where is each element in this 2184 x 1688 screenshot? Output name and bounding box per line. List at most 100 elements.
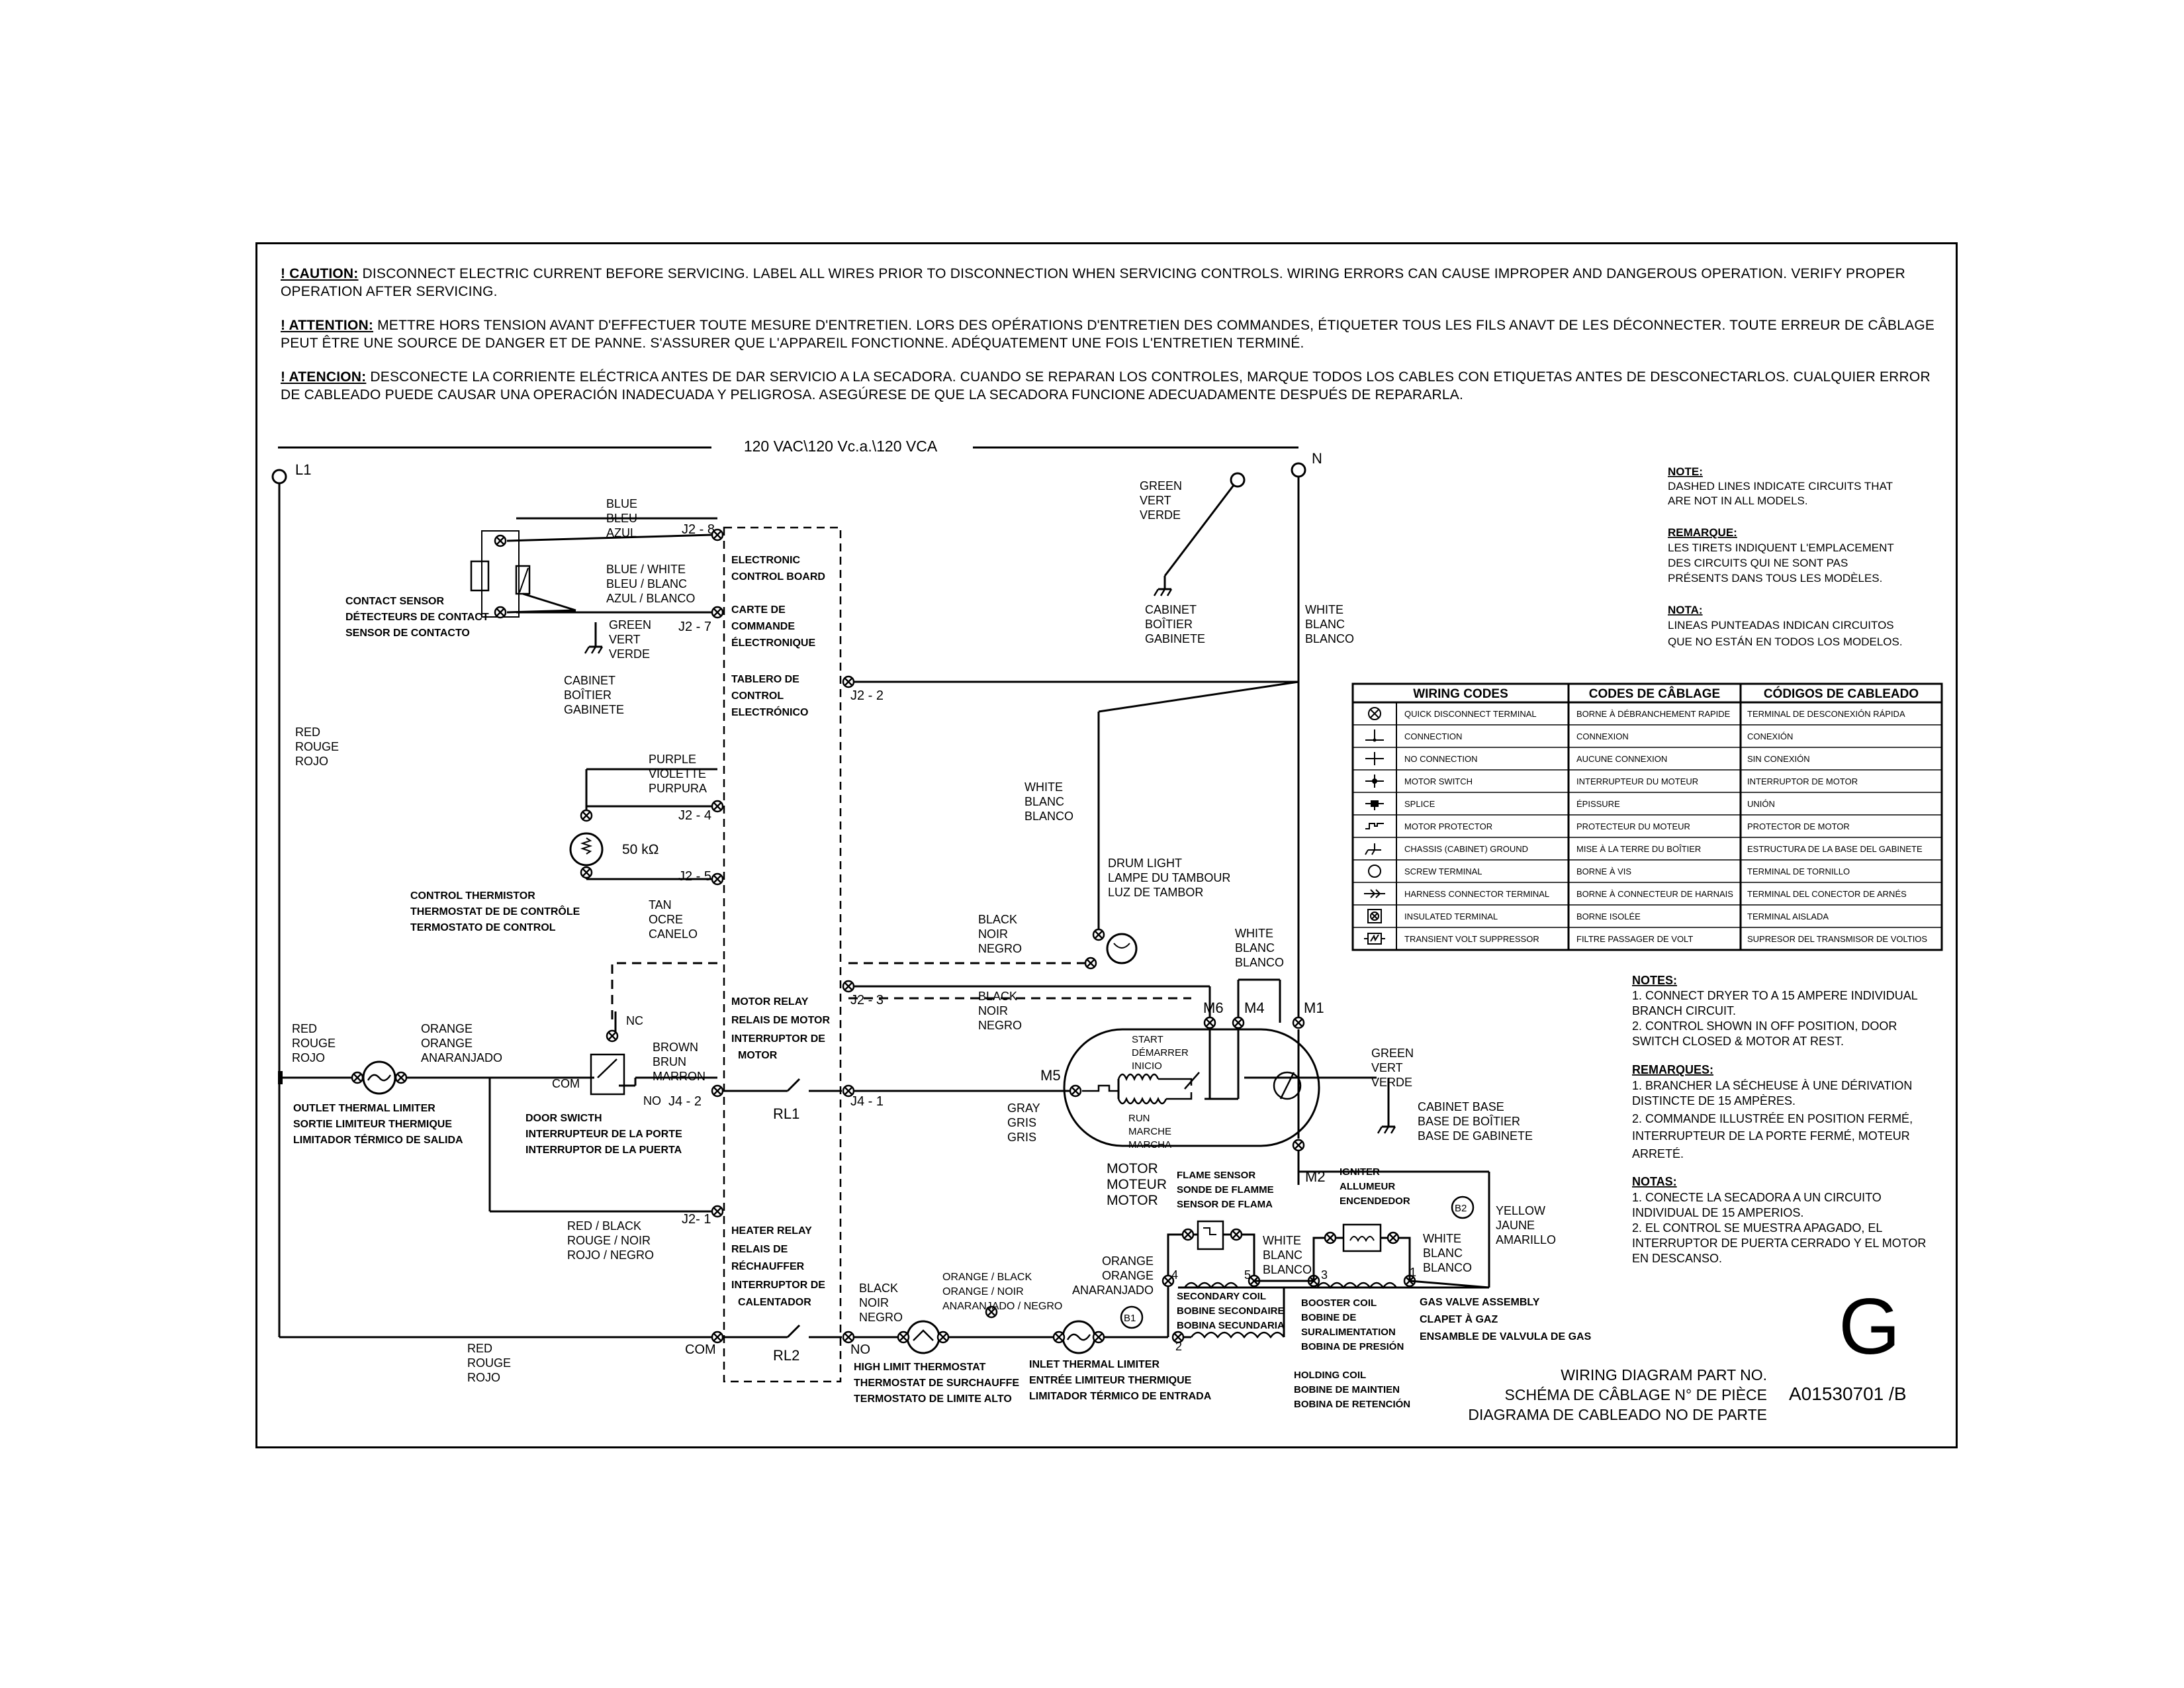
notes-es-3: 2. EL CONTROL SE MUESTRA APAGADO, EL [1632,1221,1882,1235]
part-number: A01530701 /B [1789,1383,1907,1404]
label-black3-3: NEGRO [859,1311,903,1324]
heater-relay-4: INTERRUPTOR DE [731,1280,825,1291]
insulated-terminal-icon [1367,909,1382,923]
board-title-2: CONTROL BOARD [731,571,825,583]
n-terminal [1291,462,1306,478]
note-en-1: DASHED LINES INDICATE CIRCUITS THAT [1668,480,1893,492]
pin-j2-5: J2 - 5 [678,869,711,884]
label-white1-3: BLANCO [1305,632,1354,645]
code-es: TERMINAL DEL CONECTOR DE ARNÉS [1747,889,1907,899]
label-purple-3: PURPURA [649,782,707,795]
label-orange-black-3: ANARANJADO / NEGRO [942,1301,1062,1312]
label-red1-3: ROJO [295,755,328,768]
control-thermistor [569,769,604,879]
notes-en-1: 1. CONNECT DRYER TO A 15 AMPERE INDIVIDU… [1632,989,1918,1002]
part-line-fr: SCHÉMA DE CÂBLAGE N° DE PIÈCE [1505,1386,1767,1403]
label-ignitor-3: ENCENDEDOR [1340,1196,1410,1207]
label-contact-sensor-2: DÉTECTEURS DE CONTACT [345,610,489,623]
label-red-black-3: ROJO / NEGRO [567,1248,654,1262]
label-blue-3: AZUL [606,526,637,539]
code-es: TERMINAL DE TORNILLO [1747,867,1850,876]
code-en: MOTOR SWITCH [1404,776,1473,786]
label-cabinet2-2: BOÎTIER [1145,618,1193,631]
caution-heading: ! CAUTION: [281,266,359,281]
atencion-text: DESCONECTE LA CORRIENTE ELÉCTRICA ANTES … [281,369,1931,402]
label-drum-light-2: LAMPE DU TAMBOUR [1108,871,1230,884]
screw-terminal-icon [1368,865,1381,878]
label-holding-coil-1: HOLDING COIL [1294,1370,1366,1381]
label-orange1-2: ORANGE [421,1037,473,1050]
code-fr: CONNEXION [1576,731,1629,741]
label-drum-light-3: LUZ DE TAMBOR [1108,886,1203,899]
label-cabinet1-3: GABINETE [564,703,624,716]
label-red-black-2: ROUGE / NOIR [567,1234,651,1247]
label-contact-sensor-1: CONTACT SENSOR [345,596,444,607]
part-line-en: WIRING DIAGRAM PART NO. [1561,1366,1767,1383]
heater-relay-2: RELAIS DE [731,1244,788,1255]
note-en-2: ARE NOT IN ALL MODELS. [1668,494,1808,507]
pin-j4-2: J4 - 2 [668,1094,702,1109]
label-tan-1: TAN [649,898,672,912]
n-label: N [1312,450,1322,467]
motor-relay-2: RELAIS DE MOTOR [731,1015,830,1026]
label-cabinet1-1: CABINET [564,674,615,687]
label-outlet-limiter-3: LIMITADOR TÉRMICO DE SALIDA [293,1133,463,1146]
label-start-3: INICIO [1132,1060,1162,1072]
inlet-thermal-limiter [1052,1305,1144,1354]
label-black2-3: NEGRO [978,1019,1022,1032]
gas-valve-assembly [1161,1196,1490,1344]
atencion-heading: ! ATENCION: [281,369,367,385]
label-m1: M1 [1304,1000,1324,1016]
code-en: TRANSIENT VOLT SUPPRESSOR [1404,934,1539,944]
heater-relay-5: CALENTADOR [738,1297,811,1308]
l1-label: L1 [295,461,311,478]
code-es: CONEXIÓN [1747,731,1793,741]
motor-protector-icon [1365,823,1384,829]
board-title-4: COMMANDE [731,621,795,632]
note-head-fr: REMARQUE: [1668,526,1737,539]
diagram-frame [255,242,1958,1448]
label-drum-light-1: DRUM LIGHT [1108,857,1182,870]
heater-relay-1: HEATER RELAY [731,1225,812,1237]
notes-fr-2: DISTINCTE DE 15 AMPÈRES. [1632,1094,1796,1107]
motor-relay-4: MOTOR [738,1050,778,1061]
label-outlet-limiter-2: SORTIE LIMITEUR THERMIQUE [293,1119,452,1130]
label-outlet-limiter-1: OUTLET THERMAL LIMITER [293,1103,435,1114]
codes-header-fr: CODES DE CÂBLAGE [1589,686,1720,701]
label-orange1-3: ANARANJADO [421,1051,502,1064]
label-gas-valve-2: CLAPET À GAZ [1420,1313,1498,1325]
pin-j2-2: J2 - 2 [850,688,884,703]
label-blue-white-1: BLUE / WHITE [606,563,686,576]
label-high-limit-3: TERMOSTATO DE LIMITE ALTO [854,1393,1012,1405]
label-inlet-limiter-2: ENTRÉE LIMITEUR THERMIQUE [1029,1374,1192,1386]
motor-switch-icon [1365,774,1384,788]
label-motor-1: MOTOR [1107,1161,1158,1176]
model-letter: G [1839,1282,1900,1371]
note-head-en: NOTE: [1668,465,1703,478]
label-green3-1: GREEN [1371,1047,1414,1060]
label-red3-1: RED [467,1342,492,1355]
code-fr: INTERRUPTEUR DU MOTEUR [1576,776,1698,786]
label-holding-coil-3: BOBINA DE RETENCIÓN [1294,1398,1410,1410]
label-white1-1: WHITE [1305,603,1343,616]
label-purple-1: PURPLE [649,753,696,766]
label-terminal-3: 3 [1321,1268,1328,1282]
label-white1-2: BLANC [1305,618,1345,631]
board-title-3: CARTE DE [731,604,786,616]
dashed-circuits [611,962,1191,1019]
code-fr: BORNE ISOLÉE [1576,912,1641,921]
label-thermistor-3: TERMOSTATO DE CONTROL [410,922,556,933]
drum-light [1084,928,1138,970]
code-fr: BORNE À VIS [1576,867,1631,876]
footer: G WIRING DIAGRAM PART NO. SCHÉMA DE CÂBL… [1468,1282,1906,1423]
label-green1-1: GREEN [609,618,651,632]
note-fr-1: LES TIRETS INDIQUENT L'EMPLACEMENT [1668,541,1894,554]
label-inlet-limiter-3: LIMITADOR TÉRMICO DE ENTRADA [1029,1389,1212,1402]
label-white5-1: WHITE [1423,1232,1461,1245]
label-orange-black-2: ORANGE / NOIR [942,1286,1024,1297]
